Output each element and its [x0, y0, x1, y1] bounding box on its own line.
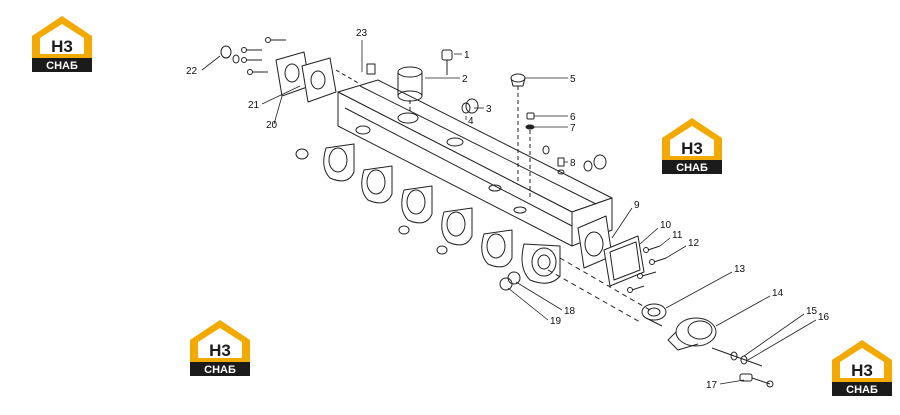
brand-logo-icon: H3 СНАБ: [662, 118, 722, 174]
part-1-plug: [441, 49, 453, 75]
callout-7: 7: [570, 123, 576, 134]
runner-flanges: [323, 143, 561, 284]
logo-wordmark: СНАБ: [46, 60, 78, 72]
logo-mark: H3: [209, 341, 231, 360]
callout-4: 4: [468, 116, 474, 127]
part-14-housing: [667, 317, 717, 351]
callout-2: 2: [462, 74, 468, 85]
logo-mark: H3: [51, 37, 73, 56]
callout-12: 12: [688, 238, 700, 249]
callout-3: 3: [486, 104, 492, 115]
part-18-19-plugs: [499, 271, 521, 291]
logo-bottom-right: H3 СНАБ: [830, 338, 894, 398]
logo-mark: H3: [851, 361, 873, 380]
callout-13: 13: [734, 264, 746, 275]
callout-23: 23: [356, 28, 368, 39]
callout-17: 17: [706, 380, 718, 391]
logo-wordmark: СНАБ: [204, 364, 236, 376]
callout-1: 1: [464, 50, 470, 61]
part-11-12-bolts: [627, 245, 667, 293]
logo-mid-right: H3 СНАБ: [660, 116, 724, 176]
part-15-16-17-rod: [711, 347, 774, 388]
brand-logo-icon: H3 СНАБ: [832, 340, 892, 396]
callout-16: 16: [818, 312, 830, 323]
callout-labels: 1 2 3 4 5 6 7 8 9 10 11 12 13 14 15 16 1…: [186, 28, 830, 391]
callout-15: 15: [806, 306, 818, 317]
logo-wordmark: СНАБ: [846, 384, 878, 396]
side-fittings: [295, 145, 607, 255]
part-10-cover: [603, 235, 645, 287]
part-2-sleeve: [397, 66, 423, 112]
logo-bottom-left: H3 СНАБ: [188, 318, 252, 378]
brand-logo-icon: H3 СНАБ: [32, 16, 92, 72]
callout-21: 21: [248, 100, 260, 111]
logo-mark: H3: [681, 139, 703, 158]
logo-wordmark: СНАБ: [676, 162, 708, 174]
callout-8: 8: [570, 158, 576, 169]
callout-14: 14: [772, 288, 784, 299]
callout-10: 10: [660, 220, 672, 231]
part-20-21-plates: [275, 51, 361, 103]
part-22-bolts: [220, 37, 286, 75]
callout-18: 18: [564, 306, 576, 317]
callout-19: 19: [550, 316, 562, 327]
leader-lines: [201, 40, 817, 385]
part-13-thermostat: [641, 303, 667, 327]
callout-9: 9: [634, 200, 640, 211]
part-3-4-washer: [461, 98, 479, 114]
callout-6: 6: [570, 112, 576, 123]
brand-logo-icon: H3 СНАБ: [190, 320, 250, 376]
callout-22: 22: [186, 66, 198, 77]
logo-top-left: H3 СНАБ: [30, 14, 94, 74]
part-23-stud: [366, 63, 376, 75]
callout-11: 11: [672, 230, 683, 241]
callout-20: 20: [266, 120, 278, 131]
callout-5: 5: [570, 74, 576, 85]
